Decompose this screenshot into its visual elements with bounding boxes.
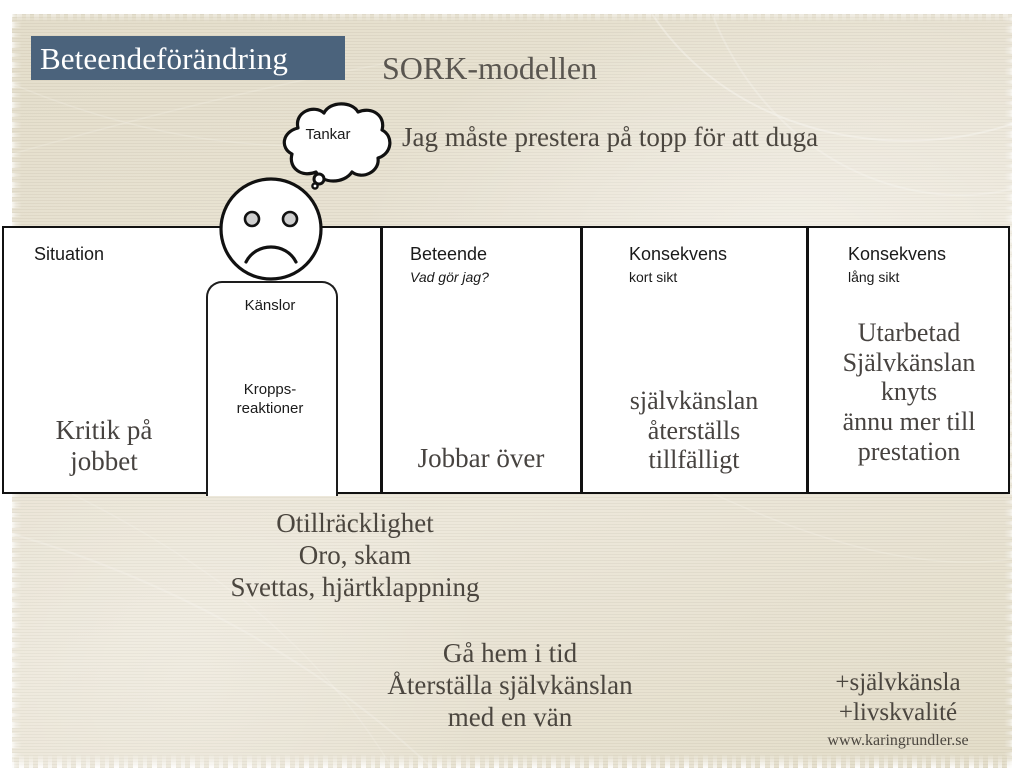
title-banner-text: Beteendeförändring — [40, 40, 288, 76]
column-header-subtitle: lång sikt — [848, 269, 900, 285]
cell-line: Kritik på — [55, 415, 153, 445]
column-header-situation: Situation — [34, 244, 104, 265]
cell-konsekvens-lang: Utarbetad Självkänslan knyts ännu mer ti… — [810, 318, 1008, 466]
page-title: SORK-modellen — [382, 50, 598, 86]
table-divider-2 — [580, 226, 583, 494]
cell-line: jobbet — [70, 445, 138, 476]
thought-bubble-icon — [282, 102, 392, 190]
sork-table — [2, 226, 1010, 494]
cell-konsekvens-kort: självkänslan återställs tillfälligt — [584, 386, 804, 475]
gain-line: +självkänsla — [835, 669, 961, 696]
feelings-line: Oro, skam — [298, 539, 412, 570]
table-divider-3 — [806, 226, 809, 494]
cell-line: ännu mer till — [842, 406, 976, 436]
column-header-title: Konsekvens — [629, 244, 728, 264]
cell-line: återställs — [647, 415, 741, 445]
feelings-line: Svettas, hjärtklappning — [230, 571, 480, 602]
sad-face-icon — [219, 177, 323, 281]
site-url-text: www.karingrundler.se — [827, 732, 969, 749]
column-header-title: Konsekvens — [848, 244, 947, 264]
alternative-action-text-block: Gå hem i tid Återställa självkänslan med… — [240, 638, 780, 734]
label-line: Kropps- — [243, 381, 297, 398]
label-kanslor: Känslor — [244, 297, 296, 314]
cell-line: knyts — [880, 377, 938, 407]
cell-beteende: Jobbar över — [384, 443, 578, 474]
feelings-text-block: Otillräcklighet Oro, skam Svettas, hjärt… — [40, 508, 670, 604]
gain-line: +livskvalité — [838, 698, 958, 726]
cell-line: Självkänslan — [842, 347, 976, 377]
cell-situation: Kritik på jobbet — [6, 415, 202, 477]
label-line: reaktioner — [236, 399, 304, 417]
cell-line: tillfälligt — [648, 445, 740, 475]
action-line: med en vän — [447, 701, 573, 732]
column-header-title: Situation — [34, 244, 105, 264]
gains-text-block: +självkänsla +livskvalité — [790, 668, 1006, 727]
label-kropps-reaktioner: Kropps- reaktioner — [206, 381, 334, 419]
cell-line: självkänslan — [629, 386, 759, 415]
column-header-beteende: Beteende Vad gör jag? — [410, 244, 489, 285]
column-header-subtitle: Vad gör jag? — [410, 269, 489, 285]
person-body-box — [206, 281, 338, 496]
column-header-konsekvens-kort: Konsekvens kort sikt — [629, 244, 727, 285]
cell-line: prestation — [857, 436, 961, 466]
action-line: Gå hem i tid — [442, 638, 578, 668]
cell-line: Jobbar över — [417, 443, 545, 473]
column-header-subtitle: kort sikt — [629, 269, 678, 285]
action-line: Återställa självkänslan — [387, 669, 633, 700]
title-banner: Beteendeförändring — [31, 36, 345, 80]
thought-statement-text: Jag måste prestera på topp för att duga — [402, 122, 819, 152]
column-header-konsekvens-lang: Konsekvens lång sikt — [848, 244, 946, 285]
feelings-line: Otillräcklighet — [276, 508, 434, 538]
table-divider-1 — [380, 226, 383, 494]
cell-line: Utarbetad — [857, 318, 961, 347]
thought-bubble-label: Tankar — [305, 126, 351, 143]
column-header-title: Beteende — [410, 244, 488, 264]
